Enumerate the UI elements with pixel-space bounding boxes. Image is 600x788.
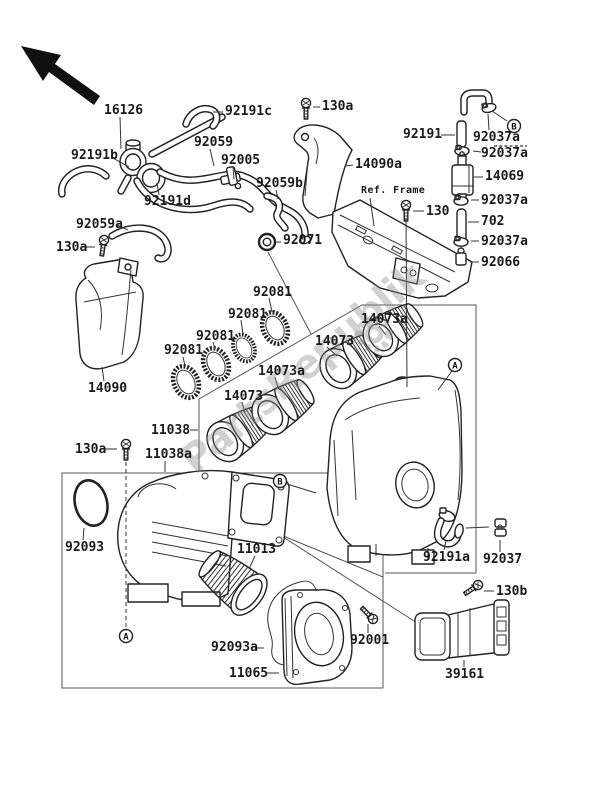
- label-130b: 130b: [496, 584, 528, 599]
- gear-icon: [355, 315, 393, 353]
- part-11065-cover: [281, 589, 353, 686]
- label-92005: 92005: [221, 153, 261, 168]
- part-92191a-breather-elbow: [433, 507, 464, 548]
- label-92037a-2: 92037a: [481, 146, 528, 161]
- part-14090a-bracket: [293, 124, 353, 219]
- ring-92081-2: [198, 344, 234, 384]
- label-92191d: 92191d: [144, 194, 191, 209]
- label-14090: 14090: [88, 381, 128, 396]
- part-16126-air-switch-valve: [117, 113, 226, 195]
- ring-92081-1: [168, 362, 204, 402]
- label-130a-left: 130a: [56, 240, 88, 255]
- part-92005-joint: [220, 166, 242, 190]
- clamp-92037a-2: [454, 144, 470, 156]
- part-92037-clamp: [494, 518, 507, 537]
- ref-circle-b-mid: B: [272, 473, 288, 489]
- part-14090-air-duct: [75, 257, 144, 370]
- label-39161: 39161: [445, 667, 485, 682]
- label-92081-3: 92081: [228, 307, 268, 322]
- bolt-130a-left: [96, 234, 110, 258]
- part-11013-filter-element: [198, 550, 268, 616]
- label-14073a-right: 14073a: [361, 312, 408, 327]
- part-92191-tube: [456, 120, 467, 148]
- part-39161-duct: [414, 599, 510, 661]
- label-702: 702: [481, 214, 505, 229]
- part-92059a-hose: [108, 224, 172, 263]
- bolt-130a-top: [300, 97, 312, 120]
- label-92059a: 92059a: [76, 217, 123, 232]
- label-92081-1: 92081: [164, 343, 204, 358]
- ref-circle-a-bottom: A: [118, 628, 134, 644]
- ref-letter-b-mid: B: [277, 478, 283, 488]
- label-11038a: 11038a: [145, 447, 192, 462]
- label-14073-left: 14073: [224, 389, 264, 404]
- label-92191b: 92191b: [71, 148, 118, 163]
- label-92037a-1: 92037a: [473, 130, 520, 145]
- label-92001: 92001: [350, 633, 390, 648]
- part-92059-hose: [156, 168, 312, 245]
- label-92093: 92093: [65, 540, 105, 555]
- ref-letter-b-top: B: [511, 123, 517, 133]
- label-ref-frame: Ref. Frame: [361, 185, 426, 196]
- label-130a-bottom: 130a: [75, 442, 107, 457]
- label-92037a-4: 92037a: [481, 234, 528, 249]
- label-130a-top: 130a: [322, 99, 354, 114]
- ref-letter-a-bottom: A: [123, 633, 129, 643]
- label-92066: 92066: [481, 255, 521, 270]
- label-14073a-left: 14073a: [258, 364, 305, 379]
- part-air-cleaner-housing: [326, 375, 463, 565]
- leader-lines: [82, 106, 527, 674]
- part-92066-fitting: [455, 247, 467, 266]
- label-92059: 92059: [194, 135, 234, 150]
- label-92037: 92037: [483, 552, 523, 567]
- ref-circle-a-top: A: [447, 357, 463, 373]
- part-92191d-hose: [133, 177, 254, 214]
- part-92059b-hose: [263, 192, 289, 232]
- ref-letter-a-top: A: [452, 362, 458, 372]
- label-92191a: 92191a: [423, 550, 470, 565]
- bolt-130b: [461, 577, 486, 599]
- direction-arrow-icon: [21, 46, 100, 105]
- label-11038: 11038: [151, 423, 191, 438]
- label-92071: 92071: [283, 233, 323, 248]
- bolt-92001: [357, 603, 381, 627]
- label-14073-right: 14073: [315, 334, 355, 349]
- label-92059b: 92059b: [256, 176, 303, 191]
- label-130: 130: [426, 204, 450, 219]
- label-11065: 11065: [229, 666, 269, 681]
- bolt-130: [400, 199, 412, 222]
- label-16126: 16126: [104, 103, 144, 118]
- label-92037a-3: 92037a: [481, 193, 528, 208]
- label-14090a: 14090a: [355, 157, 402, 172]
- label-92081-4: 92081: [253, 285, 293, 300]
- label-14069: 14069: [485, 169, 525, 184]
- label-92191: 92191: [403, 127, 443, 142]
- part-92071-grommet: [257, 232, 277, 252]
- part-92093-oring: [73, 479, 109, 527]
- part-ref-frame: [331, 199, 473, 299]
- label-92093a: 92093a: [211, 640, 258, 655]
- part-92191c-hose-elbow: [182, 105, 221, 130]
- ref-circle-b-top: B: [506, 118, 522, 134]
- part-92191b-hose: [57, 165, 110, 198]
- label-11013: 11013: [237, 542, 277, 557]
- bolt-130a-bottom: [120, 438, 132, 461]
- label-92191c: 92191c: [225, 104, 272, 119]
- label-92081-2: 92081: [196, 329, 236, 344]
- part-92191-top-elbow-hose: [460, 89, 493, 116]
